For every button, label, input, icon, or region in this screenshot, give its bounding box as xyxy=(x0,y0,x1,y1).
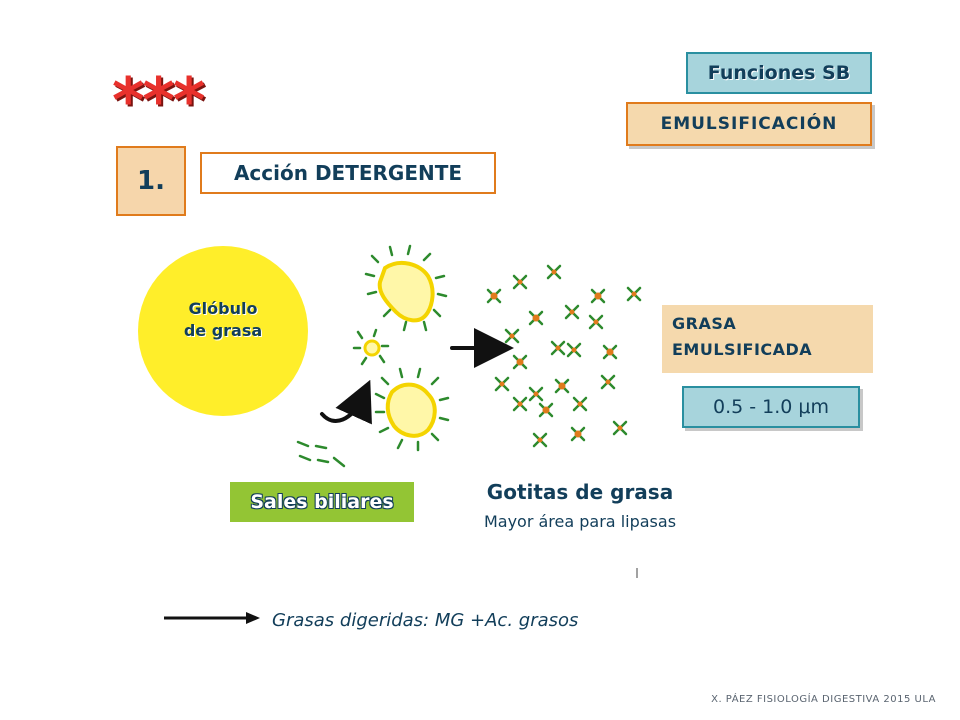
fat-droplet xyxy=(612,420,628,436)
fat-globule-label: Glóbulo de grasa xyxy=(160,298,286,342)
droplet-size-box: 0.5 - 1.0 μm xyxy=(682,386,860,428)
coated-fat-blob-small xyxy=(363,339,381,357)
item-title: Acción DETERGENTE xyxy=(233,161,463,185)
item-title-box: Acción DETERGENTE xyxy=(200,152,496,194)
fat-droplet xyxy=(528,386,544,402)
fat-droplet xyxy=(528,310,544,326)
fat-droplet xyxy=(554,378,570,394)
item-number: 1. xyxy=(137,166,165,196)
fat-droplet xyxy=(512,354,528,370)
section-label: Funciones SB xyxy=(707,62,851,84)
fat-droplet xyxy=(602,344,618,360)
bile-salt-ticks xyxy=(296,244,450,468)
decorative-stars: *** xyxy=(112,64,205,137)
fat-droplet xyxy=(504,328,520,344)
result-label-line1: GRASA xyxy=(672,314,737,333)
footer-credit: X. PÁEZ FISIOLOGÍA DIGESTIVA 2015 ULA xyxy=(711,694,936,705)
function-label-box: EMULSIFICACIÓN xyxy=(626,102,872,146)
fat-droplet xyxy=(538,402,554,418)
item-number-box: 1. xyxy=(116,146,186,216)
fat-droplet xyxy=(512,274,528,290)
fat-droplet xyxy=(590,288,606,304)
fat-droplet xyxy=(512,396,528,412)
droplets-subtitle: Mayor área para lipasas xyxy=(483,512,677,531)
fat-droplet xyxy=(486,288,502,304)
fat-globule-label-line1: Glóbulo xyxy=(188,299,258,318)
fat-droplet xyxy=(550,340,566,356)
fat-droplet xyxy=(588,314,604,330)
curved-arrow xyxy=(320,379,372,425)
fat-droplet xyxy=(600,374,616,390)
fat-globule xyxy=(138,246,308,416)
section-label-box: Funciones SB xyxy=(686,52,872,94)
result-label-box: GRASA EMULSIFICADA xyxy=(662,305,873,373)
digested-fats-label: Grasas digeridas: MG +Ac. grasos xyxy=(272,610,579,631)
result-label-line2: EMULSIFICADA xyxy=(672,340,813,359)
coated-fat-blob-1 xyxy=(377,260,435,323)
function-label: EMULSIFICACIÓN xyxy=(660,114,838,134)
fat-droplet xyxy=(564,304,580,320)
fat-droplet xyxy=(572,396,588,412)
bile-salts-label-box: Sales biliares xyxy=(230,482,414,522)
fat-droplet xyxy=(570,426,586,442)
bile-salts-label: Sales biliares xyxy=(250,491,394,513)
fat-droplet xyxy=(494,376,510,392)
fat-droplet xyxy=(626,286,642,302)
fat-droplet xyxy=(566,342,582,358)
digestion-arrow-head xyxy=(246,612,260,624)
fat-globule-label-line2: de grasa xyxy=(183,321,263,340)
fat-droplets xyxy=(486,264,642,448)
fat-droplet xyxy=(532,432,548,448)
fat-droplet xyxy=(546,264,562,280)
droplet-size: 0.5 - 1.0 μm xyxy=(712,396,829,418)
droplets-title: Gotitas de grasa xyxy=(486,480,674,504)
coated-fat-blob-2 xyxy=(385,382,437,438)
